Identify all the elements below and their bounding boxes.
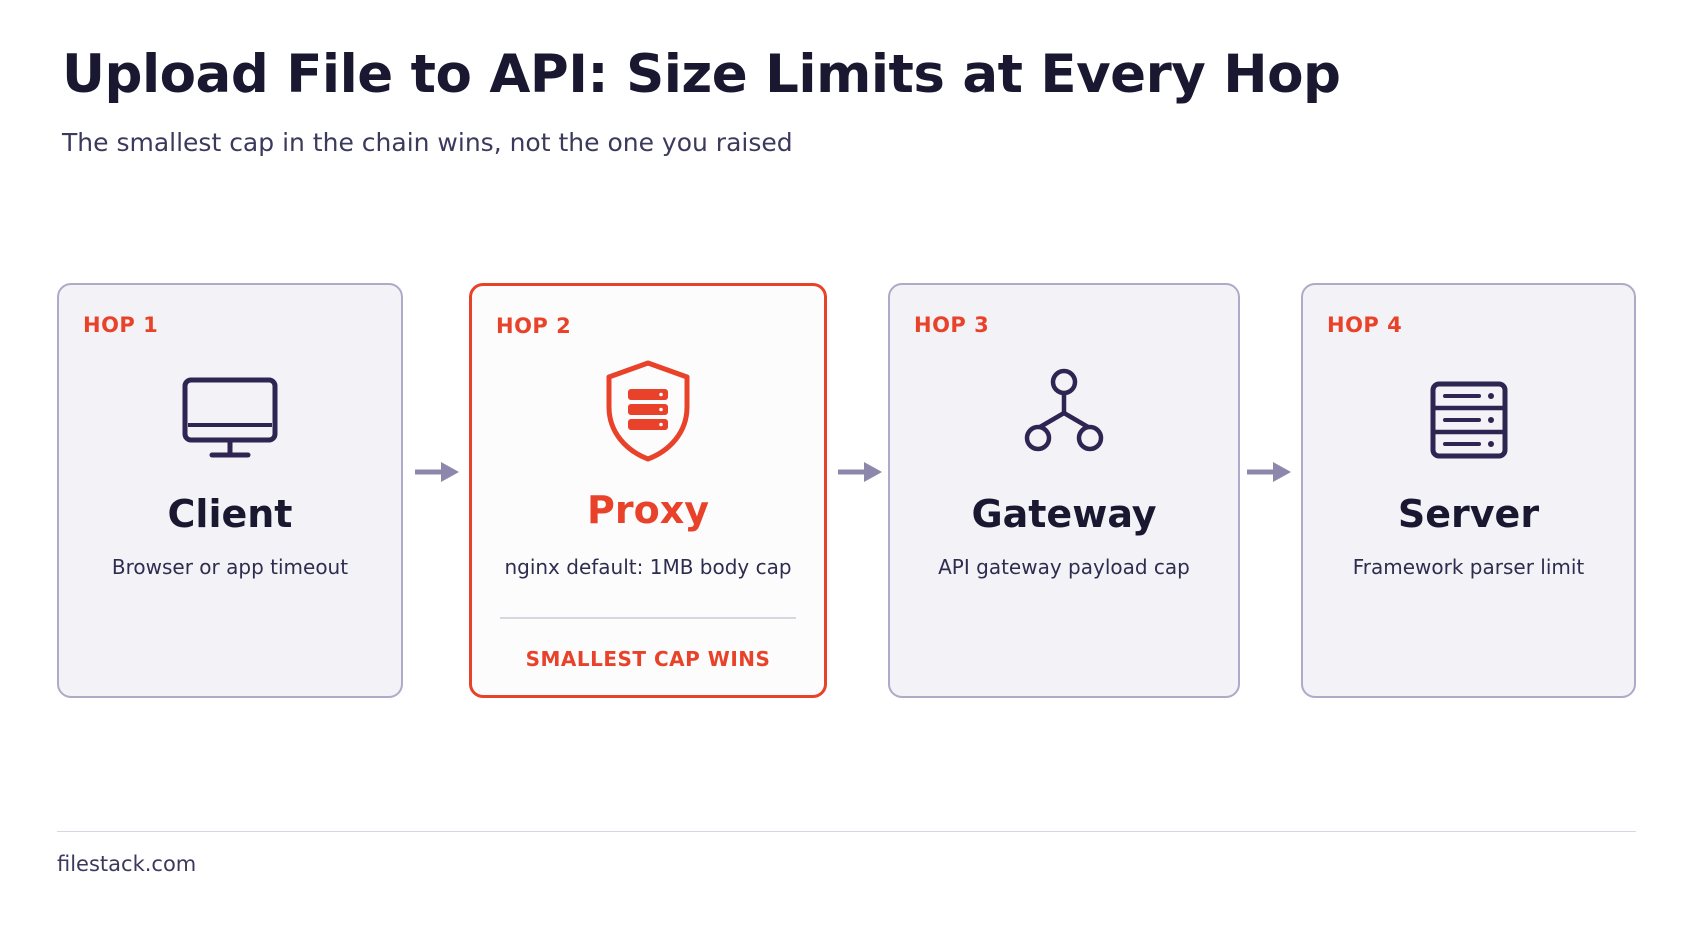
network-nodes-icon [890, 365, 1238, 465]
hop-number: HOP 3 [914, 313, 990, 337]
hop-card-proxy: HOP 2 Proxy nginx default: 1MB body cap … [469, 283, 827, 698]
hop-card-server: HOP 4 Server Framework parser limit [1301, 283, 1636, 698]
hop-number: HOP 4 [1327, 313, 1403, 337]
flow-arrow-icon [415, 462, 459, 482]
source-credit: filestack.com [57, 852, 197, 876]
hop-name: Proxy [587, 488, 709, 532]
hop-number: HOP 2 [496, 314, 572, 338]
flow-arrow-icon [1247, 462, 1291, 482]
footer-divider [57, 831, 1636, 832]
hop-description: nginx default: 1MB body cap [504, 555, 792, 579]
hop-name: Gateway [971, 492, 1157, 536]
monitor-icon [59, 370, 401, 470]
hop-card-client: HOP 1 Client Browser or app timeout [57, 283, 403, 698]
hop-number: HOP 1 [83, 313, 159, 337]
hop-description: API gateway payload cap [938, 555, 1190, 579]
hop-description: Browser or app timeout [111, 555, 349, 579]
smallest-cap-callout: SMALLEST CAP WINS [525, 647, 771, 671]
shield-server-icon [472, 360, 824, 462]
hop-card-gateway: HOP 3 Gateway API gateway payload cap [888, 283, 1240, 698]
hop-name: Server [1397, 492, 1540, 536]
flow-arrow-icon [838, 462, 882, 482]
page-title: Upload File to API: Size Limits at Every… [62, 44, 1341, 105]
hop-name: Client [167, 492, 293, 536]
page-subtitle: The smallest cap in the chain wins, not … [62, 128, 793, 157]
card-divider [500, 617, 796, 619]
hop-description: Framework parser limit [1352, 555, 1585, 579]
server-rack-icon [1303, 370, 1634, 470]
